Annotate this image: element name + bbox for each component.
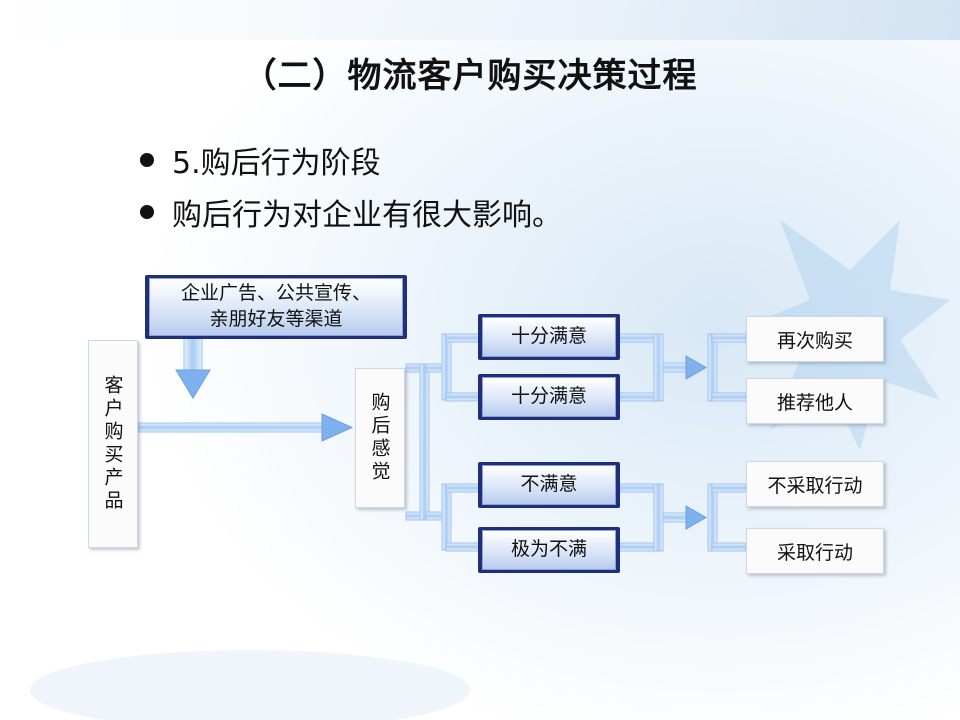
bullet-item: 购后行为对企业有很大影响。 — [140, 190, 562, 234]
feeling-label: 不满意 — [482, 465, 616, 505]
bullet-text: 购后行为对企业有很大影响。 — [172, 198, 562, 233]
feeling-very-dissatisfied-box: 极为不满 — [478, 527, 620, 573]
customer-purchase-label: 客户购买产品 — [101, 375, 124, 513]
right-arrow-icon — [137, 413, 354, 442]
customer-purchase-box: 客户购买产品 — [88, 340, 138, 548]
outcome-no-action-box: 不采取行动 — [746, 461, 884, 507]
bullet-dot-icon — [140, 205, 154, 219]
slide-title: （二）物流客户购买决策过程 — [242, 56, 698, 96]
feeling-label: 十分满意 — [482, 377, 616, 417]
outcome-repurchase-box: 再次购买 — [746, 316, 884, 362]
outcome-label: 不采取行动 — [767, 474, 863, 497]
bullet-item: 5.购后行为阶段 — [140, 138, 381, 182]
bullet-text: 5.购后行为阶段 — [172, 146, 381, 181]
outcome-label: 采取行动 — [776, 541, 853, 564]
post-purchase-feeling-box: 购后感觉 — [355, 368, 405, 508]
post-purchase-feeling-label: 购后感觉 — [368, 392, 391, 484]
feeling-dissatisfied-box: 不满意 — [478, 462, 620, 508]
bullet-dot-icon — [140, 153, 154, 167]
right-arrow-icon — [662, 505, 708, 530]
feeling-very-satisfied-box: 十分满意 — [478, 374, 620, 420]
right-arrow-icon — [662, 355, 708, 380]
outcome-label: 再次购买 — [776, 329, 853, 352]
source-channels-box: 企业广告、公共宣传、 亲朋好友等渠道 — [145, 275, 407, 339]
outcome-recommend-box: 推荐他人 — [746, 378, 884, 424]
feeling-label: 极为不满 — [482, 530, 616, 570]
feeling-very-satisfied-box: 十分满意 — [478, 314, 620, 360]
feeling-label: 十分满意 — [482, 317, 616, 357]
outcome-take-action-box: 采取行动 — [746, 528, 884, 574]
source-channels-label: 企业广告、公共宣传、 亲朋好友等渠道 — [149, 278, 403, 336]
outcome-label: 推荐他人 — [776, 391, 853, 414]
down-arrow-icon — [175, 337, 211, 399]
